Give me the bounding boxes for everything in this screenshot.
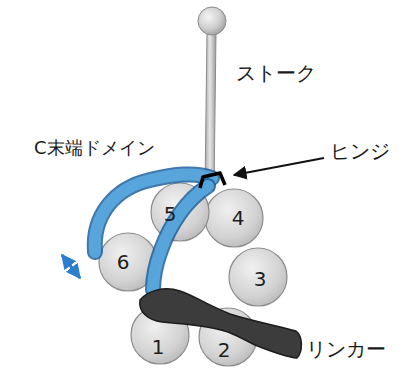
domain-number: 6	[117, 252, 130, 272]
stalk-label: ストーク	[236, 62, 316, 84]
domain-circle-shape	[131, 306, 189, 364]
motion-arrow	[62, 255, 80, 278]
domain-number: 4	[232, 208, 245, 228]
domain-circle	[150, 182, 210, 242]
domain-number: 5	[164, 204, 177, 224]
c-terminal-label: C末端ドメイン	[34, 138, 155, 158]
domain-number: 3	[254, 269, 267, 289]
ring-domain: 3	[228, 247, 288, 307]
domain-circle-shape	[151, 183, 209, 241]
ring-domain: 2	[198, 307, 258, 367]
domain-circle-shape	[229, 248, 287, 306]
stalk-rod	[205, 32, 216, 190]
domain-circle-shape	[199, 308, 257, 366]
stalk-head	[198, 7, 226, 35]
hinge-pointer	[234, 158, 324, 175]
domain-circle-shape	[205, 189, 263, 247]
ring-domain: 6	[98, 232, 158, 292]
domain-circle-shape	[99, 233, 157, 291]
domain-number: 1	[152, 337, 165, 357]
ring-domain: 5	[150, 182, 210, 242]
domain-number: 2	[218, 340, 231, 360]
ring-domain: 4	[204, 188, 264, 248]
linker-label: リンカー	[306, 338, 386, 360]
hinge-label: ヒンジ	[330, 140, 390, 162]
ring-domain: 1	[130, 305, 190, 365]
hinge-mark	[200, 173, 225, 188]
c-terminal-domain	[95, 174, 212, 290]
